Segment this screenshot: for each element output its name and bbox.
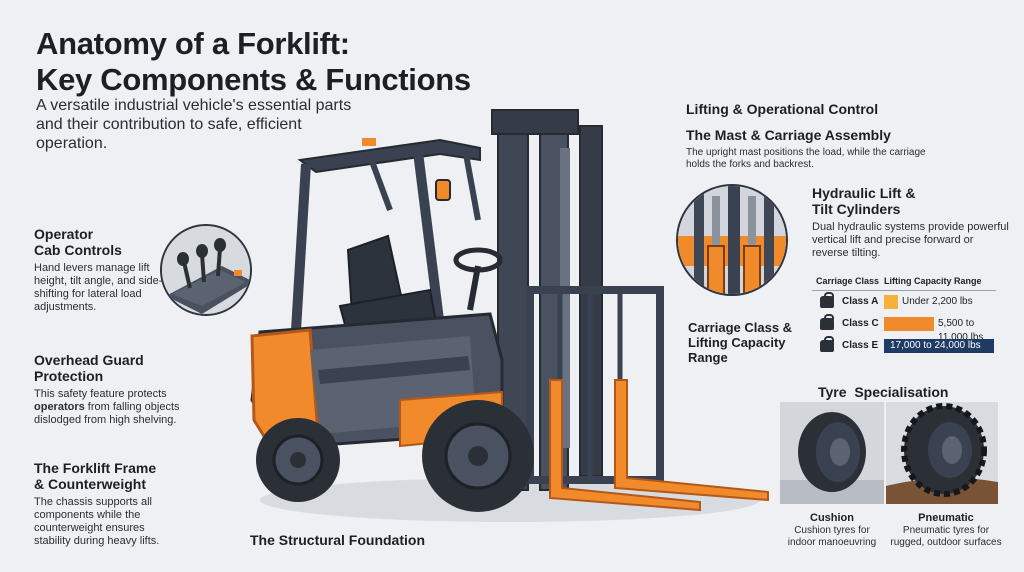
overhead-guard-text: This safety feature protects operators f… [34,388,180,426]
table-header-class: Carriage Class [816,276,880,286]
capacity-bar: Under 2,200 lbs [884,295,994,309]
cushion-section: Cushion Cushion tyres for indoor manoeuv… [787,512,877,548]
capacity-bar: 17,000 to 24,000 lbs [884,339,994,353]
forklift-illustration [250,109,769,522]
hydraulic-cylinders-illustration [676,184,788,296]
frame-section: The Forklift Frame & Counterweight The c… [34,460,184,548]
carriage-class-title: Carriage Class & Lifting Capacity Range [688,320,793,365]
weight-icon [820,336,834,352]
pneumatic-tyre-icon [886,403,998,504]
weight-icon [820,314,834,330]
mast-text: The upright mast positions the load, whi… [686,147,926,170]
lifting-section-title: Lifting & Operational Control [686,101,879,117]
mast-title: The Mast & Carriage Assembly [686,127,891,143]
table-row: Class A Under 2,200 lbs [816,292,996,314]
pneumatic-tyre-illustration [886,402,998,504]
table-row: Class C 5,500 to 11,000 lbs [816,314,996,343]
mast-section: The Mast & Carriage Assembly The upright… [686,127,926,171]
table-row: Class E 17,000 to 24,000 lbs [816,336,996,358]
table-header-range: Lifting Capacity Range [884,276,982,286]
cushion-tyre-illustration [780,402,884,504]
overhead-guard-section: Overhead Guard Protection This safety fe… [34,352,184,427]
frame-title: The Forklift Frame & Counterweight [34,460,157,492]
joystick-levers-icon [162,226,250,314]
table-divider [812,290,996,291]
page-subtitle: A versatile industrial vehicle's essenti… [36,97,352,152]
hydraulic-title: Hydraulic Lift & Tilt Cylinders [812,185,916,217]
pneumatic-section: Pneumatic Pneumatic tyres for rugged, ou… [890,512,1002,548]
cushion-tyre-icon [780,412,884,504]
cab-controls-text: Hand levers manage lift height, tilt ang… [34,262,163,313]
tyre-section-title: Tyre Specialisation [818,384,949,400]
cab-controls-section: Operator Cab Controls Hand levers manage… [34,226,164,314]
structural-foundation-label: The Structural Foundation [250,532,425,548]
page-title: Anatomy of a Forklift: Key Components & … [36,26,471,97]
frame-text: The chassis supports all components whil… [34,496,160,547]
rear-wheel-icon [256,418,340,502]
capacity-bar: 5,500 to 11,000 lbs [884,317,994,343]
cab-controls-illustration [160,224,252,316]
hydraulic-text: Dual hydraulic systems provide powerful … [812,221,1009,259]
cab-controls-title: Operator Cab Controls [34,226,122,258]
weight-icon [820,292,834,308]
hydraulic-section: Hydraulic Lift & Tilt Cylinders Dual hyd… [812,185,1012,260]
front-wheel-icon [422,400,534,512]
hydraulic-cylinder-icon [678,186,786,294]
overhead-guard-title: Overhead Guard Protection [34,352,144,384]
